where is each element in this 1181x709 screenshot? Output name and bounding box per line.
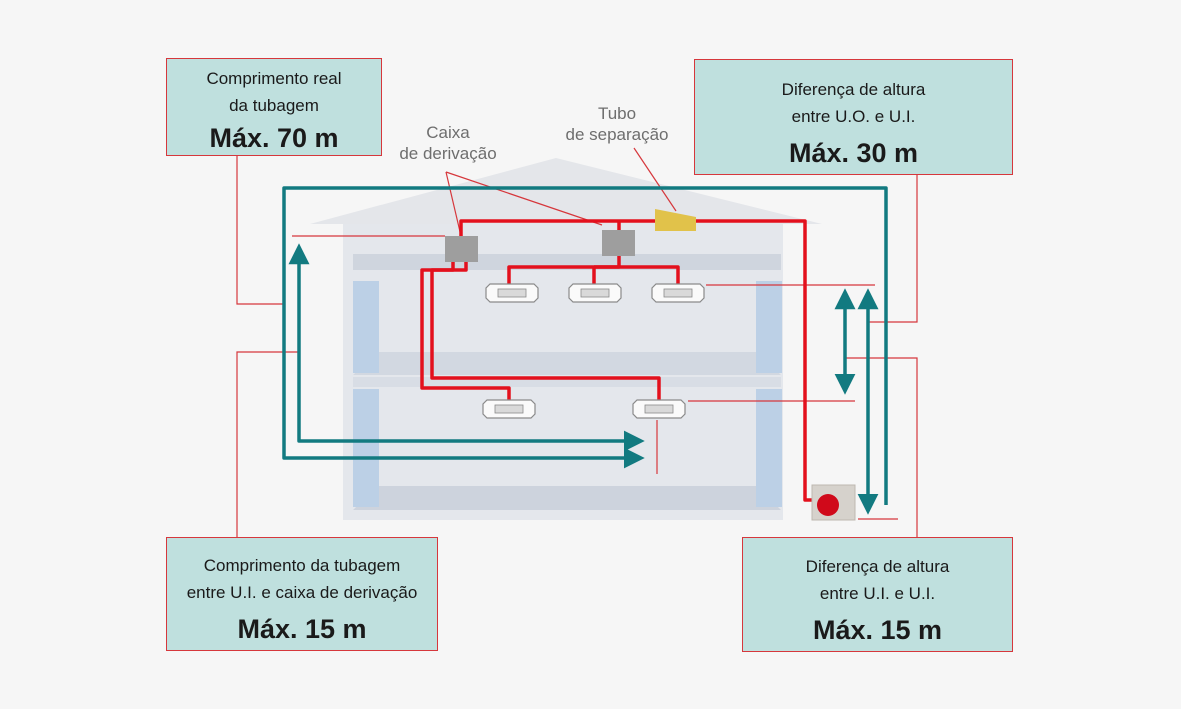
house-roof — [310, 158, 822, 224]
lower-ceiling-slab — [353, 377, 781, 387]
branch-box-right — [602, 230, 635, 256]
separation-tube-label: Tubo de separação — [555, 103, 679, 145]
pipe-main-run — [459, 219, 815, 502]
leader-total-length — [236, 156, 284, 305]
length-iu-branch-max: Máx. 15 m — [237, 614, 367, 644]
height-iu-iu-max: Máx. 15 m — [812, 615, 943, 645]
total-length-line2: da tubagem — [229, 96, 319, 115]
separation-tube-label-line1: Tubo — [597, 104, 637, 123]
total-length-box: Comprimento real da tubagem Máx. 70 m — [166, 58, 382, 156]
outdoor-unit — [811, 484, 856, 521]
leader-height-iu-iu — [845, 357, 918, 537]
leader-branch-box-2 — [445, 171, 603, 226]
length-iu-branch-line1: Comprimento da tubagem — [203, 556, 401, 575]
indoor-unit-top-2 — [568, 283, 622, 303]
upper-left-wall — [353, 281, 379, 373]
arrow-total-length-outer — [282, 186, 888, 505]
house — [310, 158, 822, 520]
indoor-unit-top-3 — [651, 283, 705, 303]
pipe-lower-2 — [430, 262, 661, 400]
refrigerant-piping — [420, 219, 815, 502]
pipe-top-header-2 — [594, 265, 680, 284]
height-ou-iu-box: Diferença de altura entre U.O. e U.I. Má… — [694, 59, 1013, 175]
lower-floor-slab — [353, 486, 781, 510]
lower-left-wall — [353, 389, 379, 507]
branch-box-left — [445, 236, 478, 262]
length-iu-branch-line2: entre U.I. e caixa de derivação — [186, 583, 418, 602]
separation-tube-icon — [655, 209, 696, 231]
height-ou-iu-line1: Diferença de altura — [781, 80, 926, 99]
length-iu-branch-box: Comprimento da tubagem entre U.I. e caix… — [166, 537, 438, 651]
indoor-unit-lower-1 — [482, 399, 536, 419]
leader-branch-box-1 — [445, 171, 462, 237]
height-iu-iu-line2: entre U.I. e U.I. — [819, 584, 936, 603]
indoor-unit-top-1 — [485, 283, 539, 303]
branch-box-label-line1: Caixa — [426, 123, 470, 142]
leader-height-ou-iu — [868, 175, 918, 323]
height-ou-iu-line2: entre U.O. e U.I. — [791, 107, 916, 126]
height-iu-iu-line1: Diferença de altura — [805, 557, 950, 576]
total-length-max: Máx. 70 m — [209, 123, 339, 153]
arrow-iu-branch-length — [297, 263, 645, 452]
outdoor-unit-fan — [817, 494, 839, 516]
indoor-units — [482, 283, 705, 419]
measurement-arrows — [282, 186, 888, 515]
leader-separation-tube — [633, 147, 677, 212]
height-iu-iu-box: Diferença de altura entre U.I. e U.I. Má… — [742, 537, 1013, 652]
height-ou-iu-max: Máx. 30 m — [788, 138, 919, 168]
separation-tube-label-line2: de separação — [565, 125, 669, 144]
indoor-unit-lower-2 — [632, 399, 686, 419]
branch-box-label-line2: de derivação — [399, 144, 497, 163]
upper-floor-slab — [353, 352, 781, 375]
leader-length-iu-branch — [236, 351, 300, 537]
total-length-line1: Comprimento real — [206, 69, 342, 88]
branch-box-label: Caixa de derivação — [388, 122, 508, 164]
lower-right-wall — [756, 389, 782, 507]
upper-right-wall — [756, 281, 782, 373]
pipe-top-header — [507, 255, 621, 284]
